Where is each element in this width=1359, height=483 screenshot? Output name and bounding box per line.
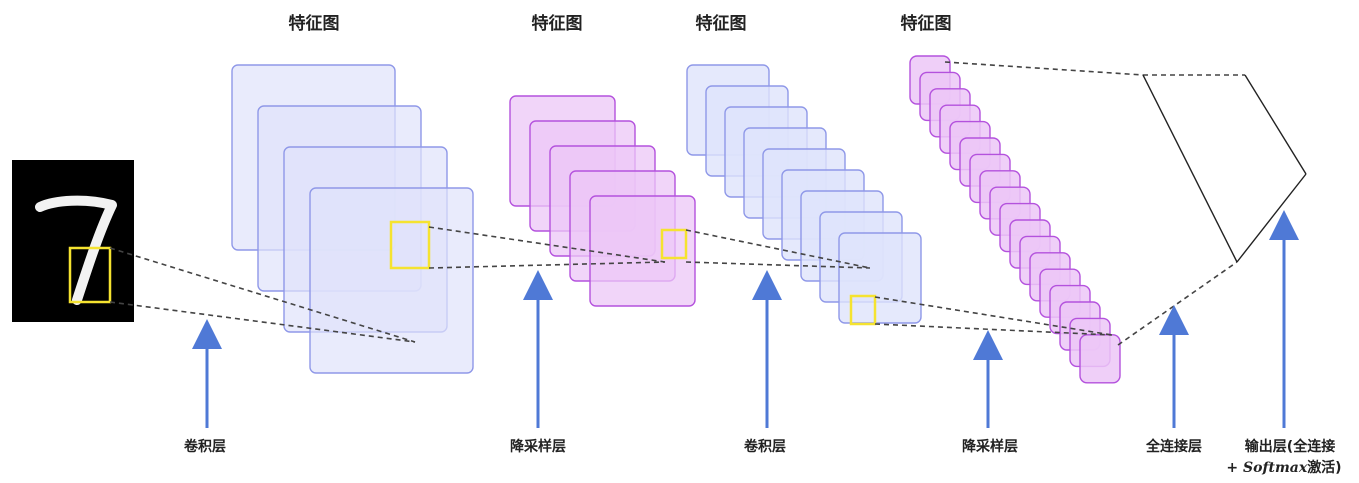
output-label-suffix: 激活) [1307,459,1341,476]
pool1-feature-maps [509,95,696,307]
input-background [12,160,134,322]
conv1-feature-maps [231,64,474,374]
connection-line [874,323,1113,336]
conv2-highlight [849,294,877,326]
fc-dashed-top [944,61,1144,76]
output-label-prefix: + [1226,460,1243,476]
fc-dashed-bottom [1117,261,1238,346]
output-line-bottom [1236,173,1307,263]
fc-label: 全连接层 [1145,438,1202,455]
connection-line [428,226,666,263]
connection-line [109,247,416,343]
pool2-feature-map [1079,334,1121,384]
arrows [192,210,1299,428]
conv2-feature-map [838,232,922,324]
conv1-label: 卷积层 [183,438,226,455]
output-label-line1: 输出层(全连接 [1245,438,1335,455]
connection-line [685,229,871,269]
connection-lines [109,61,1245,346]
output-line-top [1244,74,1307,175]
feature-map-label-1: 特征图 [289,13,340,34]
pool2-label: 降采样层 [962,438,1018,455]
conv2-feature-maps [686,64,922,324]
connection-line [685,261,871,269]
digit-seven-stroke [35,195,117,305]
conv1-highlight [389,220,431,270]
pool2-feature-maps [909,55,1121,384]
pool1-label: 降采样层 [510,438,566,455]
pool1-feature-map [589,195,696,307]
input-image [12,160,134,322]
feature-map-label-3: 特征图 [696,13,747,34]
connection-line [428,261,666,269]
fc-output-lines [1142,74,1307,263]
feature-map-label-4: 特征图 [901,13,952,34]
fc-layer-line [1142,74,1238,263]
connection-line [874,296,1113,336]
input-receptive-field [68,246,112,304]
connection-line [109,301,416,343]
conv2-label: 卷积层 [743,438,786,455]
pool1-highlight [660,228,688,260]
output-label-softmax: Softmax [1243,460,1308,476]
feature-map-label-2: 特征图 [532,13,583,34]
output-label-line2: + Softmax激活) [1226,459,1341,476]
conv1-feature-map [309,187,474,374]
